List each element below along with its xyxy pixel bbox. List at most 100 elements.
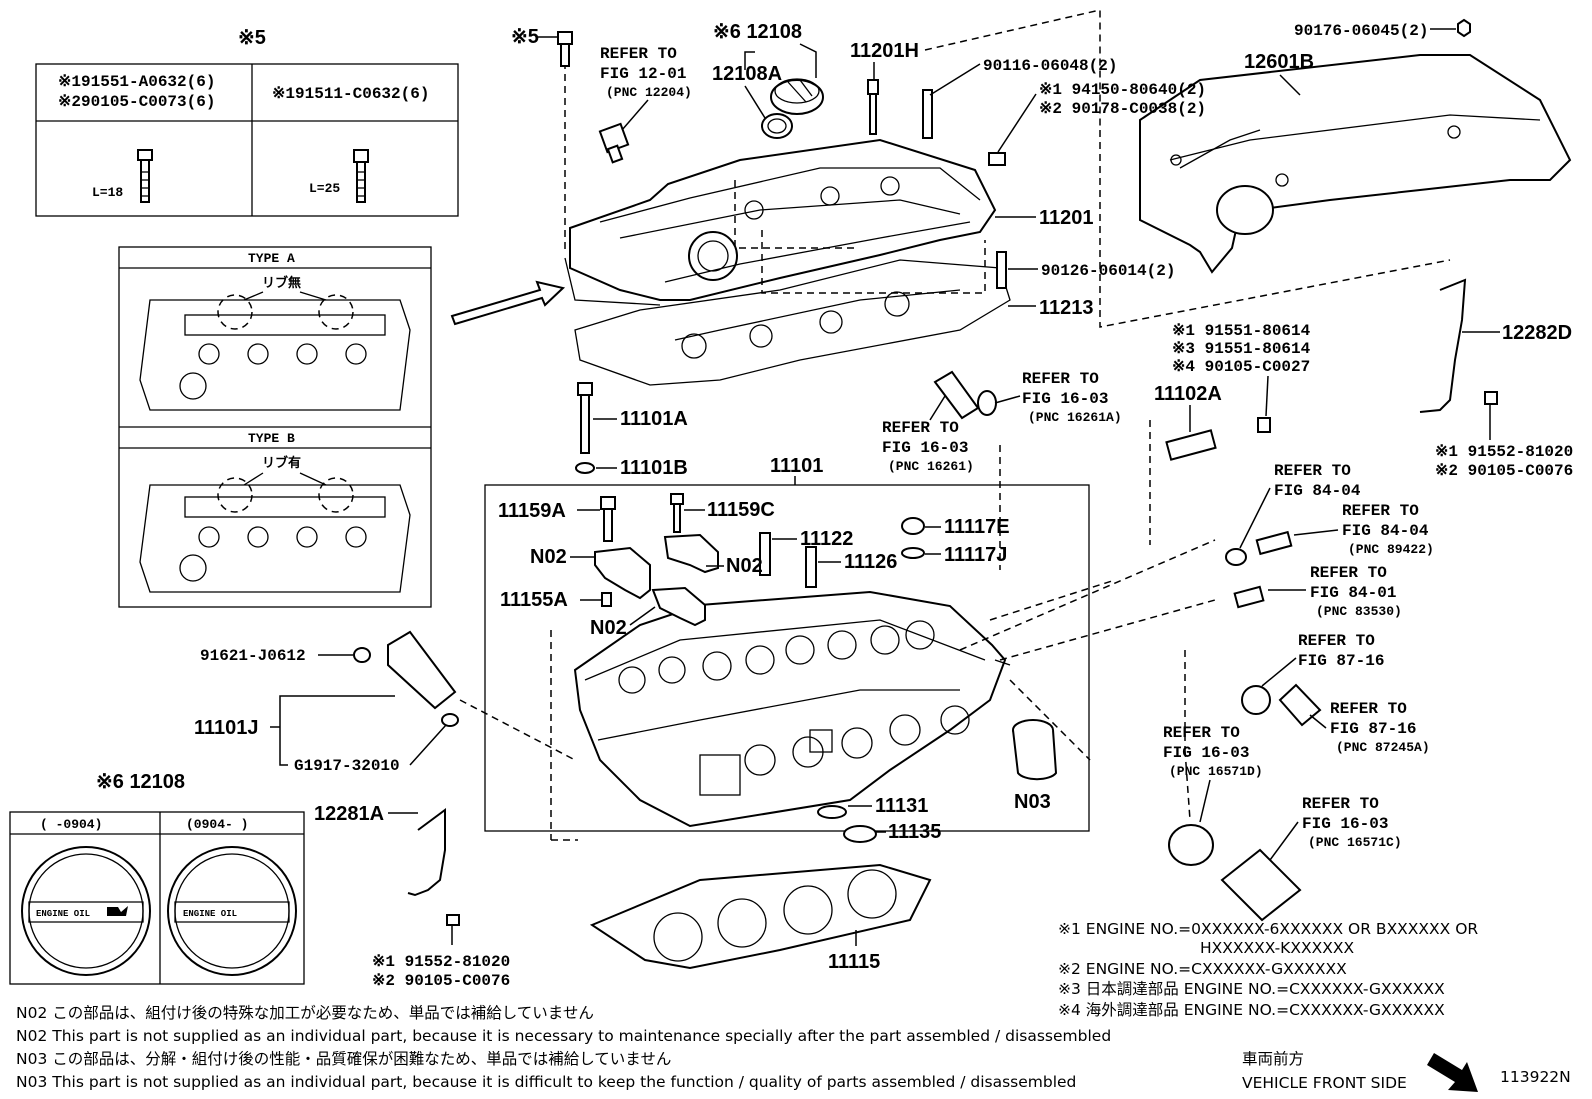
label-91552-left-1: ※1 91552-81020	[372, 953, 510, 971]
label-90126: 90126-06014(2)	[1041, 262, 1175, 280]
refer-87-16b-line1: REFER TO	[1330, 700, 1407, 718]
seal-11135-icon	[843, 825, 877, 843]
pin-11155a-icon	[601, 592, 612, 607]
refer-16571d-line1: REFER TO	[1163, 724, 1240, 742]
label-11101j: 11101J	[194, 717, 259, 739]
label-11117j: 11117J	[944, 544, 1007, 566]
label-11101a: 11101A	[620, 408, 688, 430]
stud-90126-icon	[996, 251, 1007, 289]
refer-16571c-line1: REFER TO	[1302, 795, 1379, 813]
bolt-11159c-icon	[670, 493, 684, 533]
oil-filler-cap-icon	[761, 78, 824, 139]
label-11101b: 11101B	[620, 457, 688, 479]
type-b-note: リブ有	[262, 455, 301, 471]
cover-gasket	[574, 259, 1011, 386]
label-n03: N03	[1014, 791, 1051, 813]
label-90105-right-2: ※2 90105-C0076	[1435, 462, 1573, 480]
refer-87-16a-line2: FIG 87-16	[1298, 652, 1384, 670]
callout-5: ※5	[511, 26, 539, 48]
bracket-12282d-icon	[1419, 278, 1498, 413]
label-12108a: 12108A	[712, 63, 782, 85]
label-91552-right-1: ※1 91552-81020	[1435, 443, 1573, 461]
oil-cap-table: ( -0904) (0904- ) ENGINE OIL ENGINE OIL	[9, 811, 305, 985]
bolt-11159a-icon	[600, 496, 616, 542]
guide-11122-icon	[759, 532, 771, 576]
camshaft-bearing-cap-b	[663, 533, 719, 574]
stud-11201h-icon	[867, 79, 879, 135]
clamp-hose-16571-icon	[1168, 824, 1302, 922]
figure-id: 113922N	[1500, 1068, 1571, 1086]
label-n02-c: N02	[590, 617, 627, 639]
engine-note-1: ※1 ENGINE NO.=0XXXXXX-6XXXXXX OR BXXXXXX…	[1058, 920, 1478, 938]
bracket-12281a-icon	[407, 808, 460, 926]
nut-94150-icon	[988, 152, 1006, 166]
washer-11131-icon	[817, 805, 847, 819]
refer-16571d-line2: FIG 16-03	[1163, 744, 1249, 762]
refer-84-04a-line2: FIG 84-04	[1274, 482, 1361, 500]
engine-note-2: ※2 ENGINE NO.=CXXXXXX-GXXXXXX	[1058, 960, 1347, 978]
bolt-table-ref: ※5	[238, 27, 266, 49]
cylinder-head-group-box	[484, 484, 1090, 832]
label-n02-b: N02	[726, 555, 763, 577]
nut-90176-icon	[1457, 18, 1471, 38]
label-11159a: 11159A	[498, 500, 566, 522]
guide-11126-icon	[805, 546, 817, 588]
label-11213: 11213	[1039, 297, 1094, 319]
clamp-hose-87-16-icon	[1241, 683, 1322, 727]
label-11201h: 11201H	[850, 40, 919, 62]
cap-old-text: ENGINE OIL	[36, 909, 90, 919]
label-11102a: 11102A	[1154, 383, 1222, 405]
refer-84-04b-line1: REFER TO	[1342, 502, 1419, 520]
cap-left-range: ( -0904)	[40, 817, 102, 832]
oil-control-valve-icon	[353, 630, 459, 727]
engine-note-3: ※3 日本調達部品 ENGINE NO.=CXXXXXX-GXXXXXX	[1058, 980, 1445, 998]
label-90105-4: ※4 90105-C0027	[1172, 358, 1310, 376]
label-90178: ※2 90178-C0038(2)	[1039, 100, 1206, 118]
oil-cap-new-icon	[167, 846, 297, 976]
plug-11117e-icon	[901, 517, 925, 559]
label-91621: 91621-J0612	[200, 647, 306, 665]
sensor-89422-icon	[1225, 530, 1293, 566]
cylinder-head-cover	[564, 138, 997, 306]
direction-jp: 車両前方	[1242, 1050, 1304, 1068]
label-11155a: 11155A	[500, 589, 568, 611]
label-11201: 11201	[1039, 207, 1094, 229]
refer-12-01-line3: (PNC 12204)	[606, 85, 692, 100]
refer-87-16a-line1: REFER TO	[1298, 632, 1375, 650]
oil-can-icon	[107, 906, 128, 916]
camshaft-bearing-cap-a	[594, 546, 651, 600]
refer-16-03a-line1: REFER TO	[1022, 370, 1099, 388]
bolt-table: ※191551-A0632(6) ※290105-C0073(6) ※19151…	[35, 63, 459, 217]
bolt-left-line1: ※191551-A0632(6)	[58, 73, 215, 91]
hose-16261-icon	[933, 370, 980, 420]
refer-16-03b-line2: FIG 16-03	[882, 439, 968, 457]
refer-84-04b-line3: (PNC 89422)	[1348, 542, 1434, 557]
bolt-short-length: L=18	[92, 185, 123, 200]
footnote-n03-jp: N03 この部品は、分解・組付け後の性能・品質確保が困難なため、単品では補給して…	[16, 1050, 671, 1068]
refer-16-03b-line3: (PNC 16261)	[888, 459, 974, 474]
bolt-long-icon	[353, 149, 369, 203]
refer-12-01-line2: FIG 12-01	[600, 65, 686, 83]
type-a-cover-drawing	[139, 291, 411, 411]
view-arrow	[450, 280, 566, 326]
cylinder-head	[573, 590, 1011, 828]
refer-16-03a-line2: FIG 16-03	[1022, 390, 1108, 408]
refer-84-01-line2: FIG 84-01	[1310, 584, 1396, 602]
cap-right-range: (0904- )	[186, 817, 248, 832]
sleeve-n03-icon	[1012, 719, 1058, 781]
stud-90116-icon	[922, 89, 933, 139]
refer-87-16b-line2: FIG 87-16	[1330, 720, 1416, 738]
refer-12-01-line1: REFER TO	[600, 45, 677, 63]
label-11159c: 11159C	[707, 499, 775, 521]
bolt-5-icon	[557, 31, 573, 67]
footnote-n02-jp: N02 この部品は、組付け後の特殊な加工が必要なため、単品では補給していません	[16, 1004, 594, 1022]
refer-16-03b-line1: REFER TO	[882, 419, 959, 437]
engine-cover	[1139, 54, 1572, 274]
refer-16571d-line3: (PNC 16571D)	[1169, 764, 1263, 779]
refer-84-04b-line2: FIG 84-04	[1342, 522, 1429, 540]
label-11117e: 11117E	[944, 516, 1010, 538]
refer-16571c-line3: (PNC 16571C)	[1308, 835, 1402, 850]
label-12281a: 12281A	[314, 803, 384, 825]
engine-note-1-cont: HXXXXXX-KXXXXXX	[1200, 939, 1354, 957]
